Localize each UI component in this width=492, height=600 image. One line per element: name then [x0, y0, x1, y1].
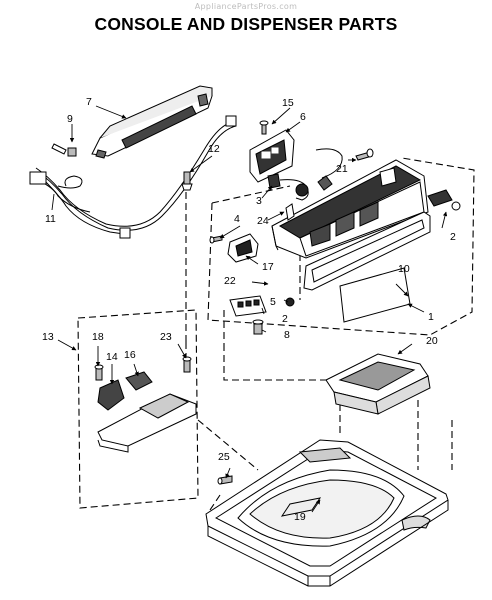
callout-10: 10 — [398, 263, 410, 275]
console-group-outline — [207, 157, 475, 336]
console-panel-part — [339, 267, 411, 323]
callout-25: 25 — [218, 451, 230, 463]
callout-2-lower: 2 — [282, 313, 288, 325]
callout-labels: 7 9 11 12 15 6 3 21 2 24 4 17 22 10 5 2 … — [42, 96, 456, 523]
screw-part-9 — [51, 143, 77, 157]
callout-13: 13 — [42, 331, 54, 343]
callout-22: 22 — [224, 275, 236, 287]
callout-5: 5 — [270, 296, 276, 308]
bracket-group-outline — [77, 309, 199, 509]
callout-1: 1 — [428, 311, 434, 323]
callout-2-right: 2 — [450, 231, 456, 243]
callout-11: 11 — [45, 213, 56, 225]
callout-4: 4 — [234, 213, 240, 225]
screw-part-15 — [259, 120, 269, 135]
callout-20: 20 — [426, 335, 438, 347]
callout-17: 17 — [262, 261, 274, 273]
callout-12: 12 — [208, 143, 220, 155]
callout-23: 23 — [160, 331, 172, 343]
callout-15: 15 — [282, 97, 294, 109]
callout-7: 7 — [86, 96, 92, 108]
callout-21: 21 — [336, 163, 348, 175]
console-trim-part — [91, 85, 213, 159]
watermark: AppliancePartsPros.com — [194, 2, 298, 11]
callout-3: 3 — [256, 195, 262, 207]
screw-part-18 — [94, 364, 104, 381]
console-housing-part — [271, 159, 429, 259]
callout-14: 14 — [106, 351, 118, 363]
callout-8: 8 — [284, 329, 290, 341]
latch-part-2 — [427, 189, 461, 211]
screw-part-8 — [252, 319, 264, 335]
page-title: CONSOLE AND DISPENSER PARTS — [94, 14, 398, 34]
wire-harness-part — [29, 115, 237, 239]
bezel-part-24 — [285, 203, 295, 221]
screw-part-23 — [182, 356, 192, 373]
dispenser-drawer-part — [325, 353, 431, 415]
washer-top-part — [205, 439, 449, 587]
control-board-part — [249, 129, 295, 183]
callout-9: 9 — [67, 113, 73, 125]
callout-6: 6 — [300, 111, 306, 123]
mounting-bracket-part — [97, 371, 197, 453]
callout-16: 16 — [124, 349, 136, 361]
wire-part-3 — [267, 148, 343, 201]
leader-lines — [51, 105, 448, 513]
callout-19: 19 — [294, 511, 306, 523]
screw-part-25 — [217, 475, 233, 485]
screw-part-21 — [355, 148, 374, 161]
bracket-part-2 — [229, 295, 267, 317]
switch-part-17 — [227, 233, 259, 263]
console-window-part — [303, 211, 431, 291]
grommet-part-5 — [285, 297, 295, 307]
screw-part-4 — [209, 235, 223, 244]
callout-18: 18 — [92, 331, 104, 343]
clip-part-12 — [181, 171, 193, 191]
callout-24: 24 — [257, 215, 269, 227]
